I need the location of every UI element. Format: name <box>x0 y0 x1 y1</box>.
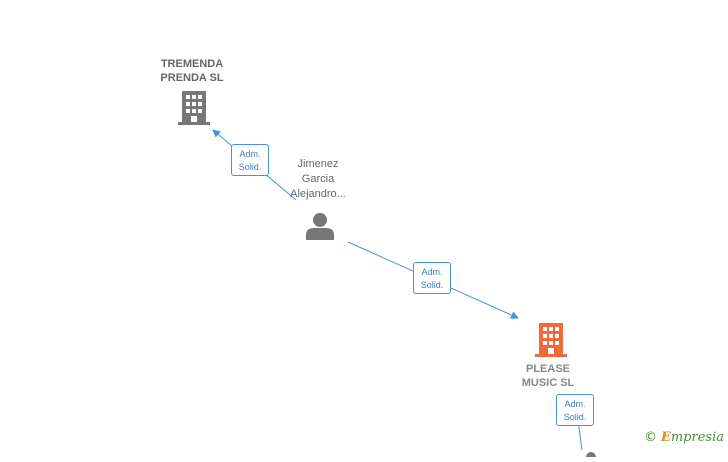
company-label-please[interactable]: PLEASE MUSIC SL <box>521 363 575 389</box>
edge-label-offscreen[interactable]: Adm. Solid. <box>556 394 594 426</box>
person-icon[interactable] <box>305 212 335 245</box>
brand-name: mpresia <box>670 430 724 445</box>
edge-label-line1: Adm. <box>239 149 261 159</box>
building-icon[interactable] <box>178 91 210 130</box>
empresia-watermark: ©Empresia <box>644 430 724 445</box>
building-icon[interactable] <box>535 323 567 362</box>
person-label-jimenez[interactable]: Jimenez Garcia Alejandro... <box>290 158 346 200</box>
edge-label-please[interactable]: Adm. Solid. <box>413 262 451 294</box>
edge-label-line2: Solid. <box>420 280 444 290</box>
brand-initial: E <box>660 430 671 445</box>
edge-label-line1: Adm. <box>564 399 586 409</box>
copyright-icon: © <box>643 430 657 445</box>
edge-label-line2: Solid. <box>563 412 587 422</box>
edge-label-line1: Adm. <box>421 267 443 277</box>
company-label-tremenda[interactable]: TREMENDA PRENDA SL <box>160 58 224 84</box>
edge-label-tremenda[interactable]: Adm. Solid. <box>231 144 269 176</box>
edge-label-line2: Solid. <box>238 162 262 172</box>
person-icon[interactable] <box>584 444 598 462</box>
connection-lines <box>212 129 583 450</box>
